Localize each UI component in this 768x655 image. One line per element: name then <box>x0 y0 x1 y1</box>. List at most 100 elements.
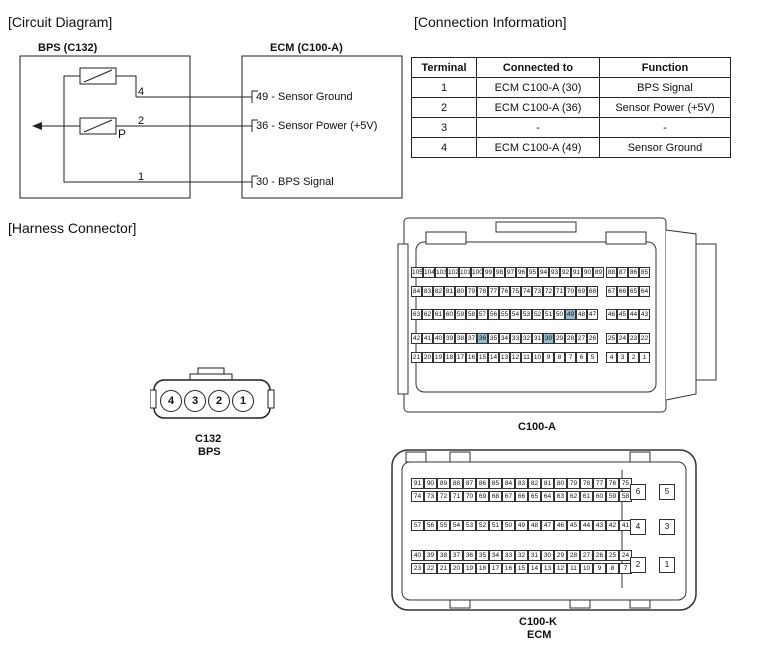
c100a-pin: 95 <box>527 267 538 278</box>
c100a-pin: 85 <box>639 267 650 278</box>
c100a-pin: 71 <box>554 286 565 297</box>
c100k-pin: 53 <box>463 520 476 531</box>
c100k-pin: 85 <box>489 478 502 489</box>
c100a-pin: 92 <box>560 267 571 278</box>
table-cell: BPS Signal <box>599 77 731 98</box>
table-cell: Sensor Ground <box>599 137 731 158</box>
c100a-pin: 2 <box>628 352 639 363</box>
c100a-pin: 37 <box>466 333 477 344</box>
table-row: 4 ECM C100-A (49) Sensor Ground <box>411 137 731 158</box>
c100a-pin: 41 <box>422 333 433 344</box>
c100a-pin: 59 <box>455 309 466 320</box>
c100k-pin: 10 <box>580 563 593 574</box>
c100a-pin: 48 <box>576 309 587 320</box>
bps-pin-3-socket: 3 <box>184 390 206 412</box>
c100a-pin: 32 <box>521 333 532 344</box>
c100k-pin: 19 <box>463 563 476 574</box>
bps-connector-id: C132 <box>195 433 222 445</box>
c100k-pin: 43 <box>593 520 606 531</box>
c100k-pin: 31 <box>528 550 541 561</box>
c100k-pin: 54 <box>450 520 463 531</box>
bps-pin-1-socket: 1 <box>232 390 254 412</box>
c100k-pin: 29 <box>554 550 567 561</box>
c100a-pin: 47 <box>587 309 598 320</box>
c100k-pin: 74 <box>411 491 424 502</box>
c100a-pin: 57 <box>477 309 488 320</box>
c100k-pin: 35 <box>476 550 489 561</box>
c100k-pin: 23 <box>411 563 424 574</box>
bps-title: BPS (C132) <box>38 42 98 54</box>
c100k-pin: 87 <box>463 478 476 489</box>
table-cell: ECM C100-A (30) <box>476 77 600 98</box>
c100k-pin: 34 <box>489 550 502 561</box>
c100a-pin: 9 <box>543 352 554 363</box>
c100k-pin: 84 <box>502 478 515 489</box>
c100k-pin: 59 <box>606 491 619 502</box>
table-cell: ECM C100-A (36) <box>476 97 600 118</box>
table-cell: 4 <box>411 137 477 158</box>
c100a-pin: 3 <box>617 352 628 363</box>
c100a-pin: 98 <box>494 267 505 278</box>
c100k-pin: 38 <box>437 550 450 561</box>
bps-pin-2: 2 <box>138 115 145 127</box>
bps-box <box>19 55 191 199</box>
bps-connector-name: BPS <box>198 446 221 458</box>
c100a-pin: 10 <box>532 352 543 363</box>
c100k-large-pin: 2 <box>630 557 646 573</box>
c100a-pin: 4 <box>606 352 617 363</box>
harness-connector-title: [Harness Connector] <box>8 220 137 236</box>
c100a-pin: 20 <box>422 352 433 363</box>
c100k-large-pin: 6 <box>630 484 646 500</box>
c100a-pin: 8 <box>554 352 565 363</box>
c100a-pin: 17 <box>455 352 466 363</box>
c100k-pin: 21 <box>437 563 450 574</box>
c100a-pin: 67 <box>606 286 617 297</box>
c100k-pin: 42 <box>606 520 619 531</box>
c100k-pin: 15 <box>515 563 528 574</box>
c100a-pin: 27 <box>576 333 587 344</box>
c100k-pin: 66 <box>515 491 528 502</box>
c100a-pin: 87 <box>617 267 628 278</box>
c100a-pin: 73 <box>532 286 543 297</box>
c100a-pin: 21 <box>411 352 422 363</box>
c100k-pin: 25 <box>606 550 619 561</box>
c100k-pin: 26 <box>593 550 606 561</box>
ecm-terminal-49: 49 - Sensor Ground <box>256 91 353 103</box>
c100k-large-pin: 5 <box>659 484 675 500</box>
header-terminal: Terminal <box>411 57 477 78</box>
bps-pin-1: 1 <box>138 171 145 183</box>
c100a-pin: 22 <box>639 333 650 344</box>
table-row: 3 - - <box>411 117 731 138</box>
c100a-pin: 101 <box>459 267 471 278</box>
c100k-large-pin: 1 <box>659 557 675 573</box>
c100k-label: C100-K <box>519 616 557 628</box>
c100k-pin: 47 <box>541 520 554 531</box>
c100k-pin: 49 <box>515 520 528 531</box>
c100k-pin: 63 <box>554 491 567 502</box>
c100a-pin: 14 <box>488 352 499 363</box>
c100a-pin: 64 <box>639 286 650 297</box>
header-connected-to: Connected to <box>476 57 600 78</box>
c100a-pin: 6 <box>576 352 587 363</box>
c100k-pin: 28 <box>567 550 580 561</box>
c100a-pin: 25 <box>606 333 617 344</box>
c100a-pin: 69 <box>576 286 587 297</box>
c100a-pin: 33 <box>510 333 521 344</box>
c100a-pin: 89 <box>593 267 604 278</box>
c100k-pin: 32 <box>515 550 528 561</box>
c100k-pin: 20 <box>450 563 463 574</box>
connection-info-title: [Connection Information] <box>414 14 567 30</box>
c100a-pin: 53 <box>521 309 532 320</box>
c100k-pin: 45 <box>567 520 580 531</box>
c100a-pin: 78 <box>477 286 488 297</box>
table-cell: - <box>476 117 600 138</box>
c100k-pin: 88 <box>450 478 463 489</box>
ecm-terminal-30: 30 - BPS Signal <box>256 176 334 188</box>
c100a-pin-highlighted: 36 <box>477 333 488 344</box>
c100a-pin: 43 <box>639 309 650 320</box>
c100a-pin: 19 <box>433 352 444 363</box>
